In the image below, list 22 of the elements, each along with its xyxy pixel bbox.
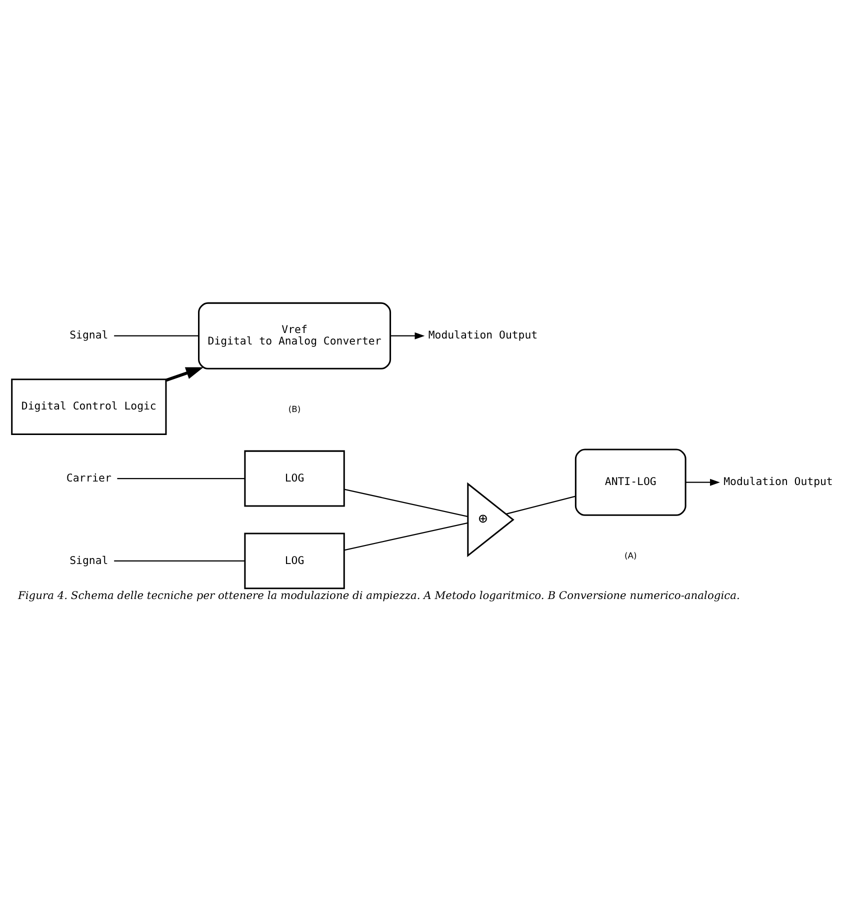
label: (B) (288, 404, 301, 414)
connector (344, 522, 468, 551)
connector (114, 560, 245, 562)
node-text: Modulation Output (428, 328, 538, 342)
connector (506, 496, 576, 515)
connector (344, 488, 468, 518)
node-box: LOG (244, 532, 345, 590)
arrow (686, 478, 720, 486)
node-box: Vref Digital to Analog Converter (198, 302, 392, 370)
node-text: Carrier (66, 471, 112, 484)
node-box: LOG (244, 450, 345, 507)
node-text: Signal (70, 328, 108, 342)
label: (A) (624, 550, 637, 560)
connector (117, 478, 245, 480)
node-box: Digital Control Logic (11, 378, 167, 436)
connector (114, 335, 199, 336)
node-text: Signal (70, 554, 108, 567)
node-box: ANTI-LOG (574, 448, 686, 516)
node-text: Modulation Output (724, 475, 833, 488)
arrow (390, 332, 425, 340)
arrow (166, 367, 204, 382)
caption: Figura 4. Schema delle tecniche per ottenere la modulazione di ampiezza. A Metodo logaritmico. B Conversione numerico-analogica. (18, 589, 740, 602)
